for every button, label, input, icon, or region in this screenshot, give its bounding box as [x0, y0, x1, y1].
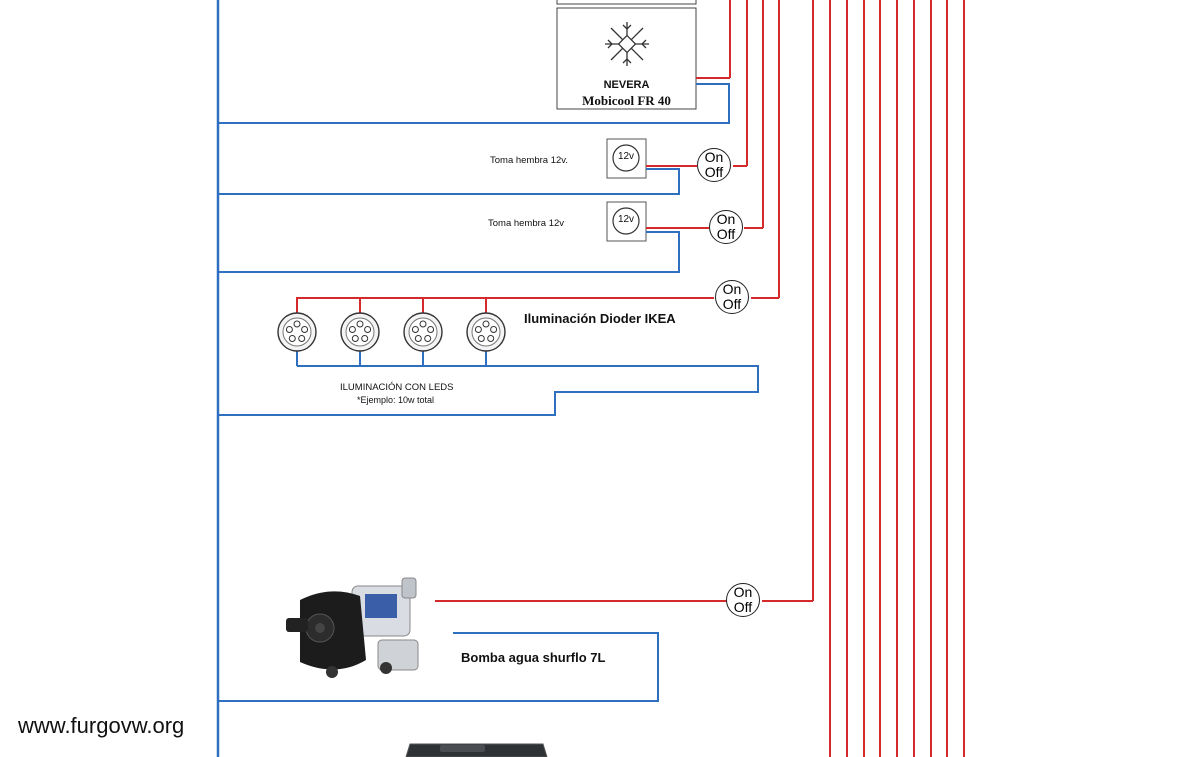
led-light-icon	[277, 312, 317, 352]
socket-2-label: Toma hembra 12v	[488, 218, 565, 229]
socket-1-group	[218, 138, 747, 195]
switch-off-label: Off	[733, 599, 753, 615]
leds-title: ILUMINACIÓN CON LEDS	[340, 382, 454, 393]
switch-off-label: Off	[704, 164, 724, 180]
socket-12v-icon	[612, 207, 640, 235]
leds-note: *Ejemplo: 10w total	[357, 395, 435, 405]
switch-on-label: On	[716, 211, 736, 227]
switch-off-label: Off	[716, 226, 736, 242]
socket-1-badge: 12v	[617, 151, 635, 162]
lighting-group	[218, 297, 779, 416]
switch-on-label: On	[733, 584, 753, 600]
battery-icon	[405, 743, 548, 757]
water-pump-icon	[286, 577, 419, 678]
snowflake-icon	[605, 22, 649, 66]
fridge-title: NEVERA	[603, 79, 650, 91]
pump-title: Bomba agua shurflo 7L	[461, 650, 606, 665]
top-device-box	[556, 0, 697, 5]
socket-2-badge: 12v	[617, 214, 635, 225]
switch-on-label: On	[704, 149, 724, 165]
led-light-icon	[403, 312, 443, 352]
switch-off-label: Off	[722, 296, 742, 312]
led-light-icon	[340, 312, 380, 352]
positive-bus-lines	[729, 0, 965, 757]
socket-2-group	[218, 201, 763, 273]
lighting-title: Iluminación Dioder IKEA	[524, 311, 676, 326]
fridge-model: Mobicool FR 40	[582, 93, 671, 108]
socket-1-label: Toma hembra 12v.	[490, 155, 568, 166]
fridge-group	[218, 0, 730, 124]
pump-group	[218, 577, 813, 702]
watermark: www.furgovw.org	[18, 713, 185, 738]
led-light-icon	[466, 312, 506, 352]
socket-12v-icon	[612, 144, 640, 172]
switch-on-label: On	[722, 281, 742, 297]
